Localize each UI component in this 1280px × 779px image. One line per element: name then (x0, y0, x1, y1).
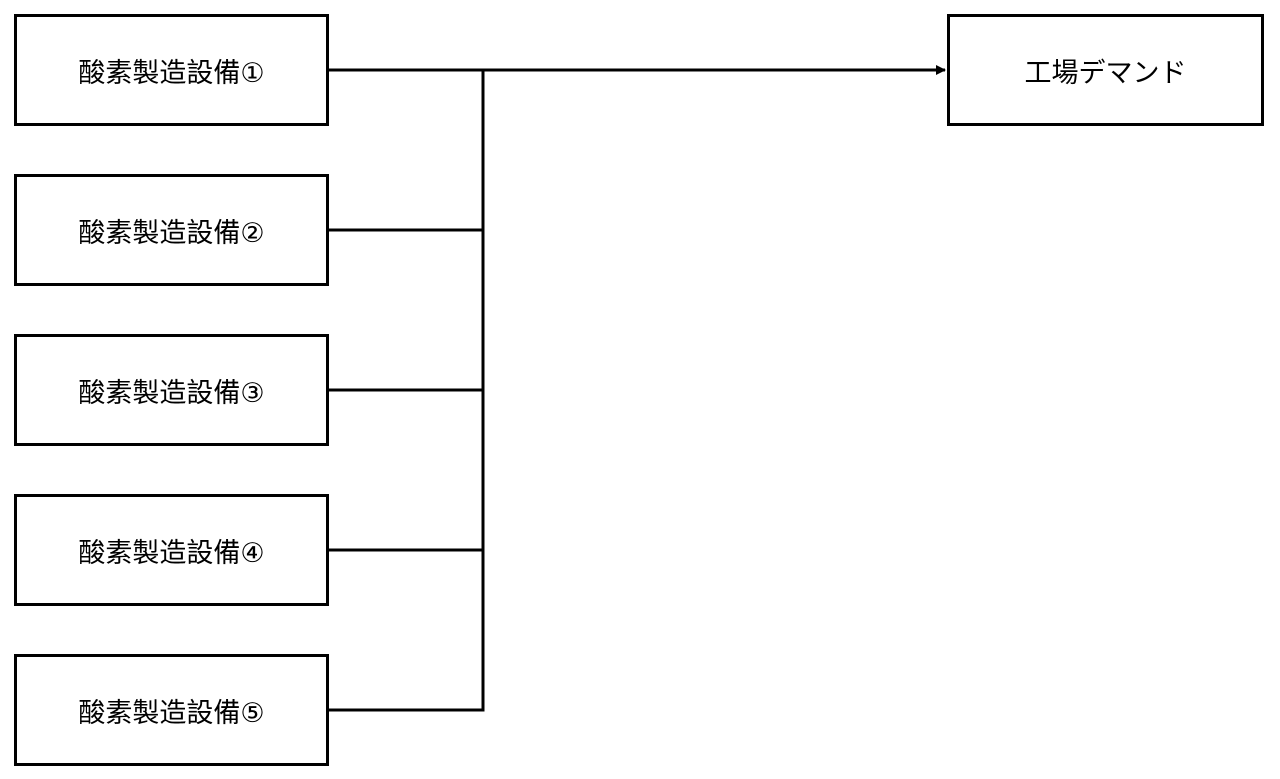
oxygen-plant-box-4: 酸素製造設備④ (14, 494, 329, 606)
oxygen-plant-label-2: 酸素製造設備② (78, 217, 265, 249)
factory-demand-box: 工場デマンド (947, 14, 1264, 126)
oxygen-plant-label-3: 酸素製造設備③ (78, 377, 265, 409)
oxygen-plant-label-1: 酸素製造設備① (78, 57, 265, 89)
oxygen-plant-box-3: 酸素製造設備③ (14, 334, 329, 446)
oxygen-plant-box-5: 酸素製造設備⑤ (14, 654, 329, 766)
oxygen-plant-box-1: 酸素製造設備① (14, 14, 329, 126)
oxygen-plant-label-5: 酸素製造設備⑤ (78, 697, 265, 729)
factory-demand-label: 工場デマンド (1024, 57, 1187, 89)
oxygen-plant-box-2: 酸素製造設備② (14, 174, 329, 286)
oxygen-plant-label-4: 酸素製造設備④ (78, 537, 265, 569)
